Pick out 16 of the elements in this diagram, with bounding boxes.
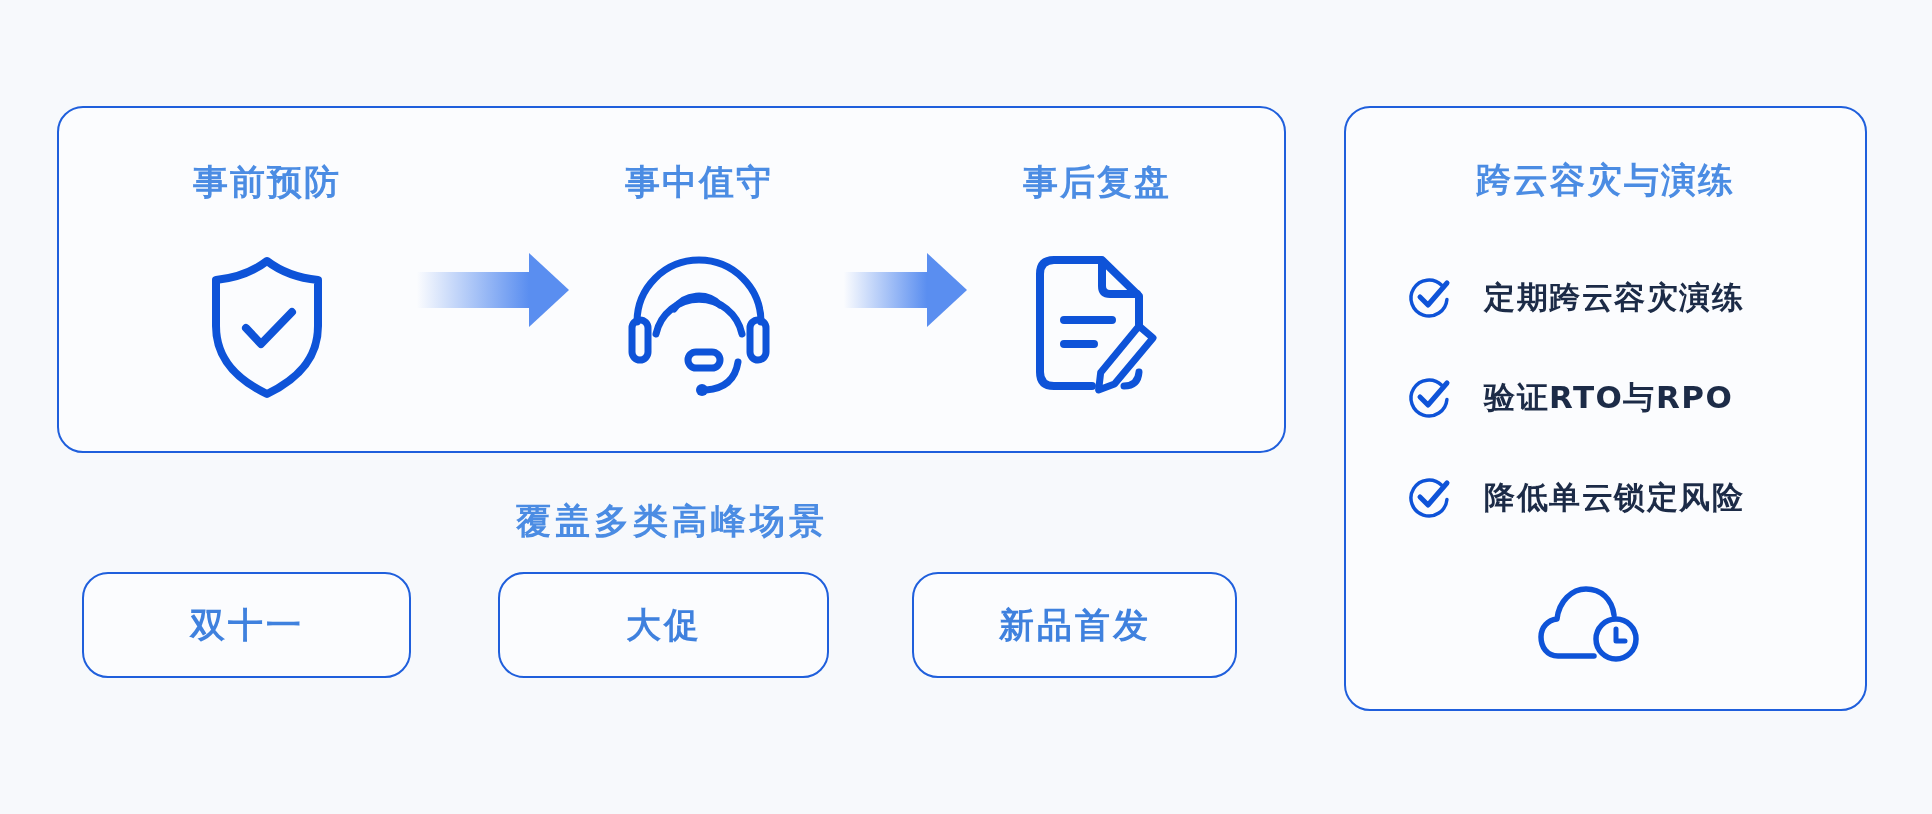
section-heading: 覆盖多类高峰场景	[516, 500, 828, 543]
stage-title: 事中值守	[625, 161, 773, 204]
checklist-item: 定期跨云容灾演练	[1484, 278, 1744, 317]
rounded-panel	[57, 106, 1286, 453]
tag-pill	[912, 572, 1237, 678]
tag-label: 双十一	[189, 604, 304, 647]
stage-title: 事前预防	[193, 161, 341, 204]
tag-label: 新品首发	[998, 604, 1151, 647]
card-panel	[1344, 106, 1867, 711]
tag-label: 大促	[625, 604, 702, 647]
tag-pill	[82, 572, 411, 678]
checklist-item: 验证RTO与RPO	[1484, 378, 1734, 417]
checklist-item: 降低单云锁定风险	[1484, 478, 1744, 517]
card-title: 跨云容灾与演练	[1476, 159, 1735, 202]
stage-title: 事后复盘	[1023, 161, 1171, 204]
tag-pill	[498, 572, 829, 678]
